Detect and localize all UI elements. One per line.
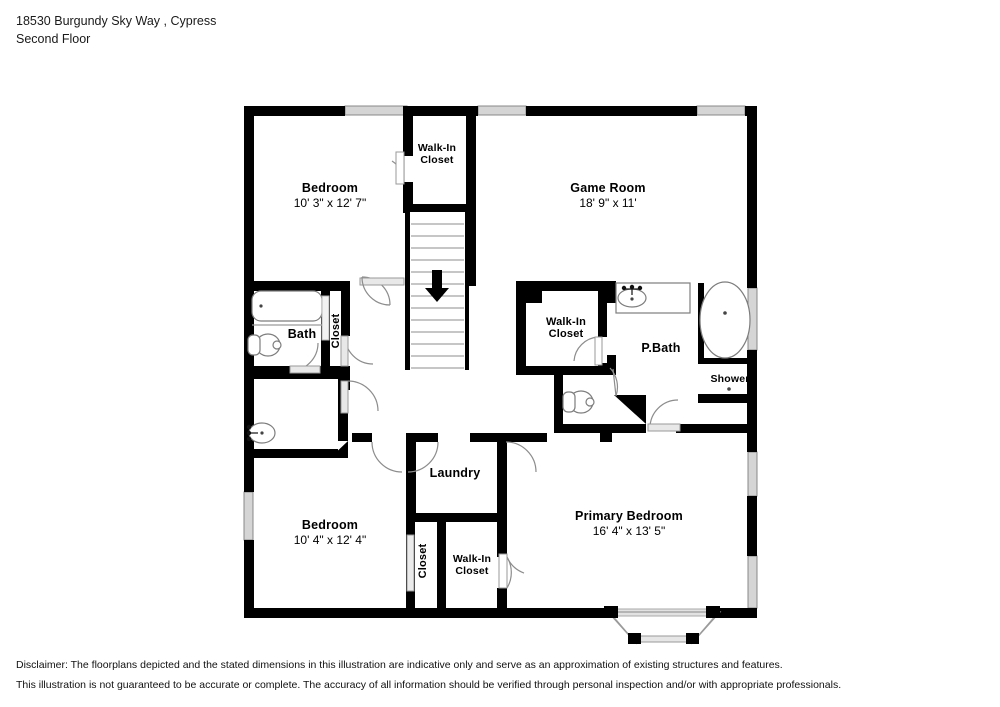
sliding-doors [321,295,415,592]
closet-lower-slider [406,534,415,592]
wall-laundry-bottom [406,513,507,522]
bay-glass [635,635,694,643]
wall-bath-top [244,281,350,291]
wall-left-c [244,540,254,616]
wall-util-bottom [244,449,338,458]
wall-pwic-right [598,281,607,337]
wall-bottom-b [716,608,757,618]
disclaimer-line-1: Disclaimer: The floorplans depicted and … [16,659,783,671]
wall-hall-south-a [352,433,372,442]
window-right-2 [747,451,758,497]
wall-pbath-west-b [607,355,616,375]
window-left-1 [243,491,254,541]
wall-wic-rear-right-b [497,588,507,612]
shower-drain-icon [727,387,731,391]
wall-hall-south-b [406,433,438,442]
wall-toilet-bevel [614,395,646,424]
door-laundry [407,441,439,473]
pbath-vanity [615,282,691,314]
wall-util-corner-bevel [330,441,348,458]
door-util [347,380,379,412]
door-toilet [609,367,619,397]
wall-stair-east [464,212,469,370]
stair-direction-arrow-icon [425,270,449,302]
staircase [410,212,465,370]
closet-upper-slider [321,295,330,341]
bay-post-br [686,633,699,644]
window-top-1 [344,105,408,116]
property-address: 18530 Burgundy Sky Way , Cypress [16,14,217,28]
wall-primary-north-b [600,433,612,442]
wall-wic-front-left [403,106,413,156]
wall-primary-north-a [507,433,547,442]
door-primary [505,441,537,473]
window-top-3 [696,105,746,116]
doors-group [289,151,681,589]
window-right-3 [747,555,758,609]
wall-pbath-south [676,424,747,433]
wall-util-top [244,371,346,379]
wall-gameroom-west [466,106,476,286]
wall-closet-upper-right [341,286,350,336]
door-closet-upper [344,335,374,365]
wall-top-b [407,106,478,116]
wall-pwic-notch [516,281,542,303]
wall-pwic-top [516,281,598,291]
wall-closet-lower-right [437,517,446,612]
wall-wic-rear-right [497,517,507,557]
wall-pwic-bottom [516,366,607,375]
fixtures-group [246,281,751,444]
wall-left-a [244,106,254,286]
wall-shower-top [698,358,748,364]
wall-laundry-right [497,433,507,519]
wall-pbath-west [607,281,616,303]
bay-post-left [604,606,618,618]
bay-window [604,606,722,645]
wall-pwic-left [516,281,526,373]
disclaimer-line-2: This illustration is not guaranteed to b… [16,679,842,691]
wall-shower-bottom [698,394,748,403]
door-bedroom-rear [371,441,403,473]
plan-footer: Disclaimer: The floorplans depicted and … [16,655,966,695]
wall-right-b [747,350,757,452]
wall-top-c [526,106,697,116]
wall-hall-south-c [470,433,506,442]
wall-wic-front-left-b [403,182,413,212]
wall-bath-corner-bevel [334,281,350,296]
door-pwic [573,336,599,362]
wall-bottom-a [244,608,608,618]
exterior-walls [244,106,757,618]
bay-post-right [706,606,720,618]
oval-tub-icon [699,281,751,359]
wall-toilet-left [554,371,563,433]
wall-top-a [244,106,345,116]
interior-walls [244,106,748,612]
wall-right-a [747,106,757,288]
wall-laundry-left [406,433,416,519]
wall-right-c [747,496,757,556]
wall-toilet-bottom [554,424,646,433]
bay-post-bl [628,633,641,644]
window-top-2 [477,105,527,116]
wall-left-b [244,286,254,492]
floor-level: Second Floor [16,32,91,46]
plan-header: 18530 Burgundy Sky Way , Cypress Second … [16,12,216,48]
wall-wic-front-bottom [403,204,476,213]
wall-stair-west [405,212,411,370]
